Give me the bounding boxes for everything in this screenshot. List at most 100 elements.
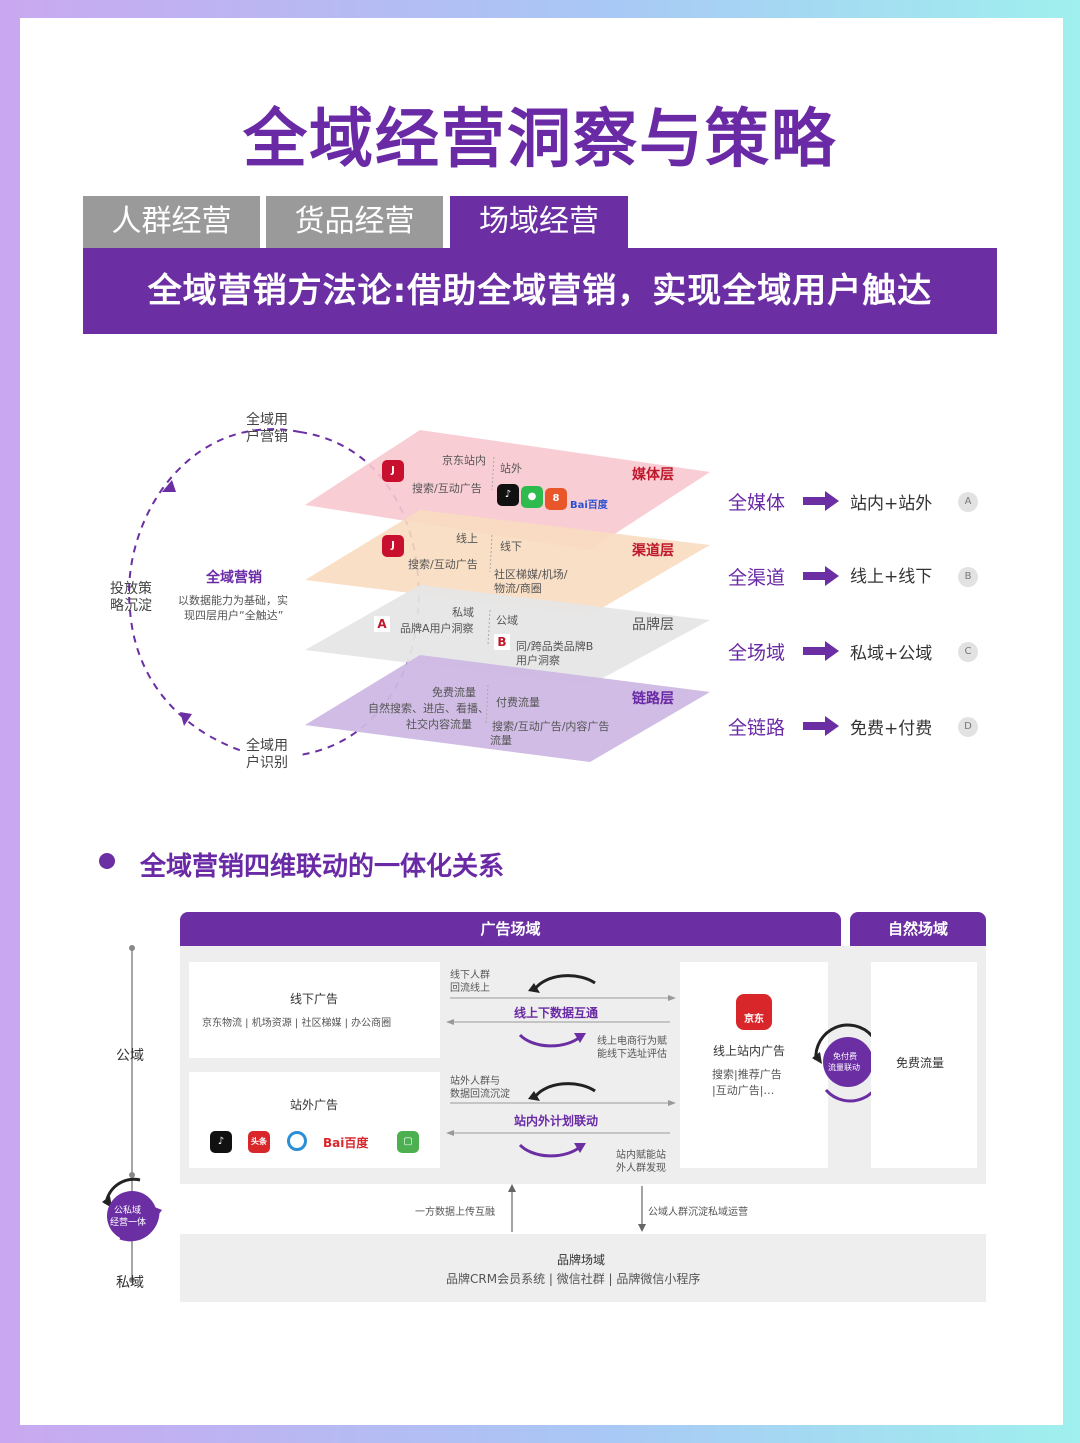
free-link-1: 免付费 [833,1052,857,1061]
brand-left-text: 品牌A用户洞察 [400,622,474,635]
flow1-top-1: 线下人群 [450,970,490,981]
arrow-right-icon [803,716,839,736]
offsite-ad-title: 站外广告 [290,1098,339,1112]
row-label-channel: 全渠道 [728,567,786,589]
free-traffic: 免费流量 [896,1056,945,1070]
link-left-text-2: 社交内容流量 [406,718,472,731]
link-left-head: 免费流量 [432,686,476,699]
douyin-icon: ♪ [210,1131,232,1153]
tencent-icon [287,1131,307,1151]
flow1-bottom-2: 能线下选址评估 [597,1049,667,1060]
brand-left-head: 私域 [452,606,474,619]
section2-title: 全域营销四维联动的一体化关系 [140,852,505,882]
onsite-ad-desc-2: |互动广告|… [712,1084,775,1097]
onsite-ad-title: 线上站内广告 [713,1044,786,1058]
label-user-marketing-2: 户营销 [246,429,288,445]
toutiao-icon: 头条 [248,1131,270,1153]
brand-right-text-2: 用户洞察 [516,654,560,667]
row-badge-d: D [958,717,978,737]
brand-right-head: 公域 [496,614,518,627]
layer-name-media: 媒体层 [632,467,674,483]
flow2-center: 站内外计划联动 [514,1114,599,1128]
free-link-2: 流量联动 [828,1063,860,1072]
tab-field[interactable]: 场域经营 [450,196,628,248]
offline-ad-box [189,962,440,1058]
flow1-top-2: 回流线上 [450,983,490,994]
row-value-channel: 线上+线下 [850,567,933,587]
row-badge-c: C [958,642,978,662]
channel-right-text-2: 物流/商圈 [494,582,542,595]
center-title: 全域营销 [206,570,262,586]
axis-private: 私域 [116,1275,144,1291]
axis-mid-1: 公私域 [114,1206,142,1216]
axis-mid-2: 经营一体 [110,1218,147,1228]
channel-right-head: 线下 [500,540,522,553]
channel-right-text-1: 社区梯媒/机场/ [494,568,568,581]
layer-name-link: 链路层 [632,691,674,707]
row-badge-b: B [958,567,978,587]
methodology-banner: 全域营销方法论:借助全域营销，实现全域用户触达 [83,248,997,334]
row-label-media: 全媒体 [728,492,786,514]
vertical-flow [508,1184,646,1232]
natural-field-header: 自然场域 [850,912,986,946]
brand-right-text-1: 同/跨品类品牌B [516,640,594,653]
flow2-bottom-2: 外人群发现 [616,1163,666,1174]
media-right-head: 站外 [500,462,522,475]
center-desc-2: 现四层用户“全触达” [184,609,284,622]
label-user-marketing-1: 全域用 [246,412,288,428]
domain-axis [102,945,162,1283]
offline-ad-desc: 京东物流 | 机场资源 | 社区梯媒 | 办公商圈 [202,1018,392,1029]
flow-arrows [446,974,676,1158]
media-left-text: 搜索/互动广告 [412,482,482,495]
layer-name-brand: 品牌层 [632,617,674,633]
offsite-ad-box [189,1072,440,1168]
arrow-right-icon [803,491,839,511]
link-right-head: 付费流量 [496,696,540,709]
flow2-top-1: 站外人群与 [450,1076,500,1087]
channel-left-text: 搜索/互动广告 [408,558,478,571]
ad-field-header: 广告场域 [180,912,841,946]
tab-crowd[interactable]: 人群经营 [83,196,260,248]
baidu-logo: Bai百度 [570,500,608,511]
label-user-identify-1: 全域用 [246,738,288,754]
onsite-ad-desc-1: 搜索|推荐广告 [712,1068,782,1081]
label-strategy-1: 投放策 [110,581,152,597]
iqiyi-icon: ▢ [397,1131,419,1153]
page-title: 全域经营洞察与策略 [243,103,837,177]
arrow-right-icon [803,566,839,586]
douyin-icon: ♪ [497,484,519,506]
row-label-link: 全链路 [728,717,786,739]
center-desc-1: 以数据能力为基础，实 [178,594,288,607]
link-right-text-2: 流量 [490,734,512,747]
badge-a: A [374,616,390,632]
label-user-identify-2: 户识别 [246,755,288,771]
channel-left-head: 线上 [456,532,478,545]
arrow-right-icon [803,641,839,661]
baidu-logo: Bai百度 [323,1136,369,1150]
flow1-center: 线上下数据互通 [514,1006,599,1020]
label-strategy-2: 略沉淀 [110,598,152,614]
axis-public: 公域 [116,1048,144,1064]
brand-field-desc: 品牌CRM会员系统 | 微信社群 | 品牌微信小程序 [446,1272,701,1286]
link-right-text-1: 搜索/互动广告/内容广告 [492,720,610,733]
jd-icon: J [382,460,404,482]
offline-ad-title: 线下广告 [290,992,339,1006]
link-left-text-1: 自然搜索、进店、看播、 [368,702,489,715]
row-value-field: 私域+公域 [850,644,933,664]
xiaohongshu-icon: 8 [545,488,567,510]
row-label-field: 全场域 [728,642,786,664]
row-value-media: 站内+站外 [850,494,933,514]
bullet-dot [99,853,115,869]
brand-field-title: 品牌场域 [557,1253,606,1267]
brand-field-body [180,1234,986,1302]
row-value-link: 免费+付费 [850,719,933,739]
flow1-bottom-1: 线上电商行为赋 [597,1036,667,1047]
row-badge-a: A [958,492,978,512]
flow2-top-2: 数据回流沉淀 [450,1089,510,1100]
upload-text: 一方数据上传互融 [415,1207,495,1218]
layer-name-channel: 渠道层 [632,543,674,559]
media-left-head: 京东站内 [442,454,486,467]
tab-goods[interactable]: 货品经营 [266,196,443,248]
wechat-icon: ● [521,486,543,508]
flow2-bottom-1: 站内赋能站 [616,1150,666,1161]
